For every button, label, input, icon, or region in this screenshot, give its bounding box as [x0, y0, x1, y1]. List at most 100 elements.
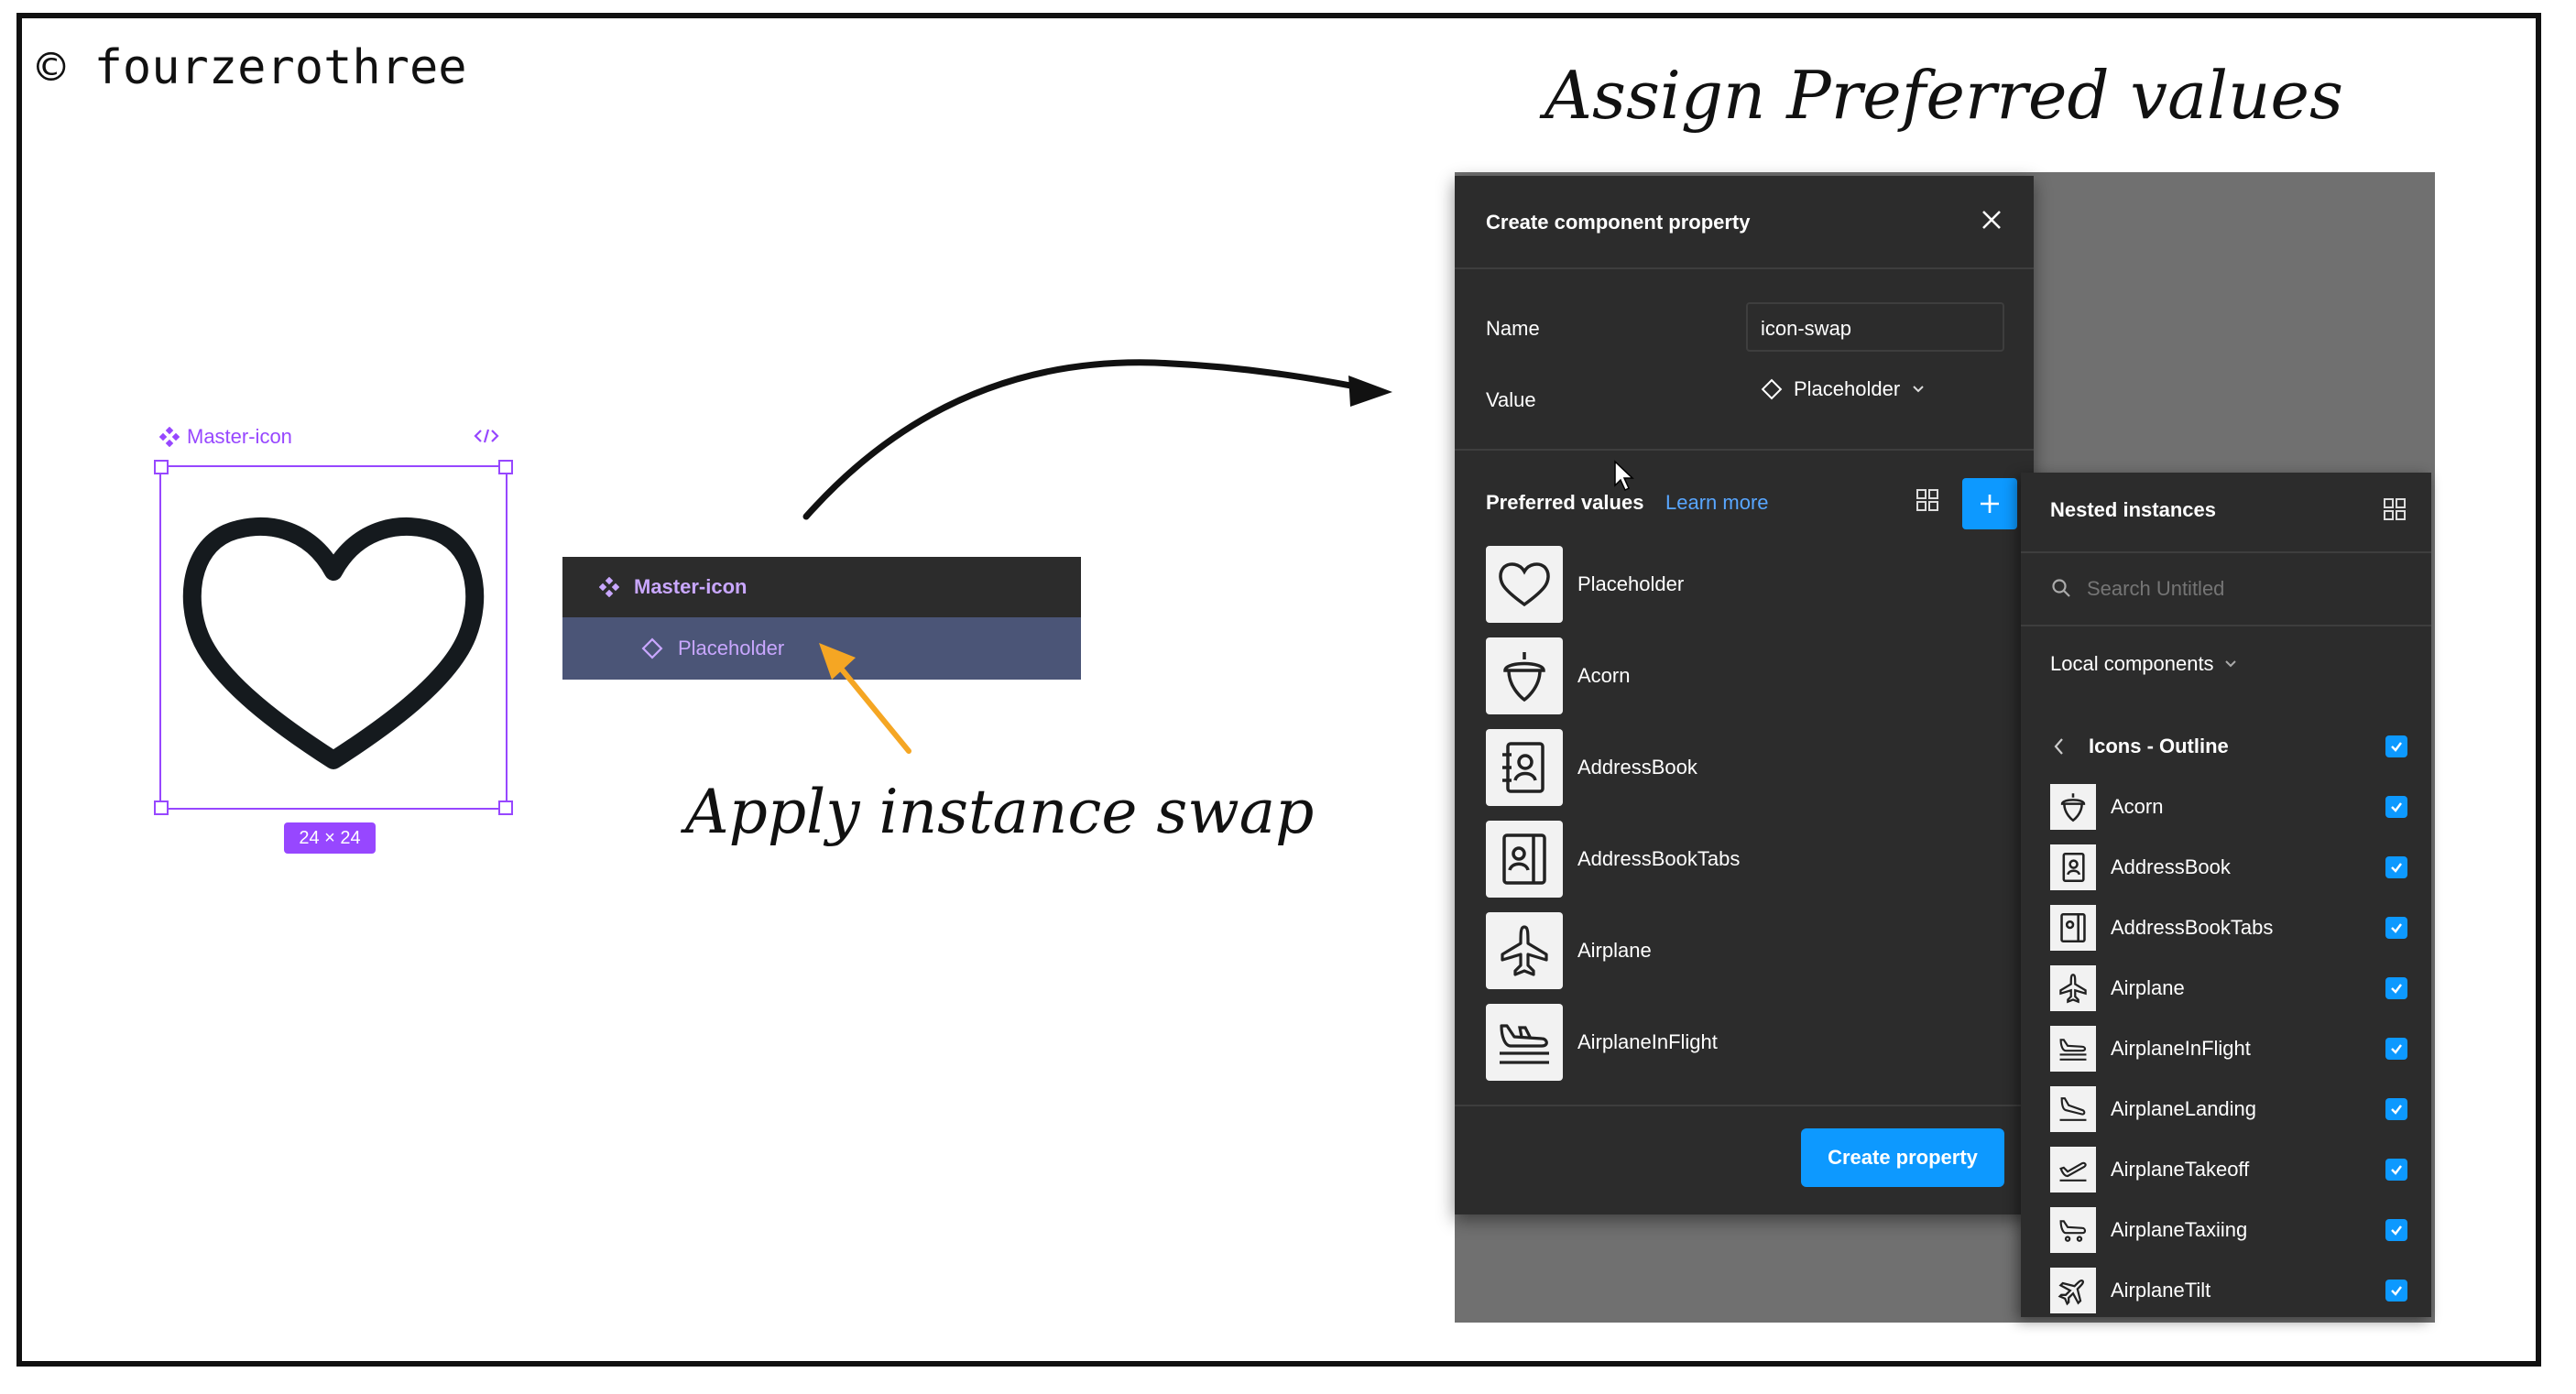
- heading-assign-preferred-values: Assign Preferred values: [1545, 57, 2343, 134]
- nested-instances-panel: Nested instances Local components Icons …: [2021, 473, 2431, 1317]
- preferred-item-acorn[interactable]: Acorn: [1486, 637, 1999, 714]
- layers-panel: Master-icon Placeholder: [562, 557, 1081, 680]
- nested-item-label: AddressBook: [2111, 855, 2231, 878]
- acorn-icon: [2050, 784, 2096, 830]
- nested-item-label: AirplaneTakeoff: [2111, 1158, 2250, 1181]
- layer-label: Placeholder: [678, 637, 785, 659]
- component-label[interactable]: Master-icon: [159, 425, 292, 449]
- address-book-tabs-icon: [2050, 905, 2096, 951]
- preferred-item-addressbooktabs[interactable]: AddressBookTabs: [1486, 821, 1999, 898]
- preferred-item-label: AirplaneInFlight: [1577, 1030, 1718, 1053]
- divider: [1455, 267, 2034, 269]
- value-label: Value: [1486, 388, 1536, 411]
- preferred-item-airplane[interactable]: Airplane: [1486, 912, 1999, 989]
- layer-master-icon[interactable]: Master-icon: [562, 557, 1081, 617]
- airplane-in-flight-icon: [2050, 1026, 2096, 1072]
- nested-item-acorn[interactable]: Acorn: [2021, 777, 2431, 837]
- checkbox-checked[interactable]: [2385, 917, 2407, 939]
- size-badge: 24 × 24: [284, 822, 376, 854]
- preferred-item-label: Placeholder: [1577, 572, 1685, 595]
- nested-item-airplanetaxiing[interactable]: AirplaneTaxiing: [2021, 1200, 2431, 1260]
- nested-item-airplanetilt[interactable]: AirplaneTilt: [2021, 1260, 2431, 1321]
- nested-item-addressbooktabs[interactable]: AddressBookTabs: [2021, 898, 2431, 958]
- airplane-tilt-icon: [2050, 1268, 2096, 1313]
- checkbox-checked[interactable]: [2385, 1038, 2407, 1060]
- pointer-arrow: [819, 643, 911, 754]
- learn-more-link[interactable]: Learn more: [1665, 491, 1769, 514]
- value-select[interactable]: Placeholder: [1761, 377, 1926, 401]
- nested-item-label: AddressBookTabs: [2111, 916, 2274, 939]
- search-field[interactable]: [2021, 553, 2431, 625]
- checkbox-checked[interactable]: [2385, 735, 2407, 757]
- resize-handle[interactable]: [498, 460, 513, 474]
- nested-item-label: Airplane: [2111, 976, 2185, 999]
- chevron-left-icon[interactable]: [2052, 736, 2067, 757]
- search-input[interactable]: [2085, 572, 2400, 606]
- divider: [2021, 551, 2431, 553]
- nested-item-addressbook[interactable]: AddressBook: [2021, 837, 2431, 898]
- layer-placeholder[interactable]: Placeholder: [562, 617, 1081, 680]
- group-icons-outline[interactable]: Icons - Outline: [2021, 716, 2431, 777]
- divider: [1455, 449, 2034, 451]
- address-book-icon: [1486, 729, 1563, 806]
- preferred-item-addressbook[interactable]: AddressBook: [1486, 729, 1999, 806]
- checkbox-checked[interactable]: [2385, 856, 2407, 878]
- instance-icon: [1761, 378, 1783, 400]
- preferred-item-label: Acorn: [1577, 664, 1631, 687]
- divider: [2021, 625, 2431, 626]
- component-icon: [159, 427, 180, 447]
- component-selection-box[interactable]: [154, 460, 513, 815]
- code-icon[interactable]: [473, 427, 500, 445]
- nested-item-airplaneinflight[interactable]: AirplaneInFlight: [2021, 1018, 2431, 1079]
- nested-item-airplanelanding[interactable]: AirplaneLanding: [2021, 1079, 2431, 1139]
- heart-icon: [1486, 546, 1563, 623]
- nested-item-label: AirplaneTilt: [2111, 1279, 2211, 1301]
- create-property-button[interactable]: Create property: [1801, 1128, 2004, 1187]
- airplane-icon: [2050, 965, 2096, 1011]
- airplane-taxiing-icon: [2050, 1207, 2096, 1253]
- grid-view-icon[interactable]: [2382, 496, 2407, 522]
- value-selected: Placeholder: [1794, 377, 1901, 400]
- checkbox-checked[interactable]: [2385, 1219, 2407, 1241]
- name-input[interactable]: icon-swap: [1746, 302, 2004, 352]
- checkbox-checked[interactable]: [2385, 1159, 2407, 1181]
- name-label: Name: [1486, 317, 1540, 340]
- checkbox-checked[interactable]: [2385, 1280, 2407, 1301]
- nested-item-airplanetakeoff[interactable]: AirplaneTakeoff: [2021, 1139, 2431, 1200]
- close-icon[interactable]: [1979, 207, 2004, 233]
- preferred-item-label: AddressBook: [1577, 756, 1697, 779]
- airplane-landing-icon: [2050, 1086, 2096, 1132]
- preferred-item-placeholder[interactable]: Placeholder: [1486, 546, 1999, 623]
- resize-handle[interactable]: [498, 800, 513, 815]
- airplane-takeoff-icon: [2050, 1147, 2096, 1193]
- checkbox-checked[interactable]: [2385, 1098, 2407, 1120]
- group-label: Icons - Outline: [2089, 735, 2229, 757]
- local-components-dropdown[interactable]: Local components: [2050, 652, 2238, 676]
- layer-label: Master-icon: [634, 575, 748, 598]
- search-icon: [2050, 577, 2072, 599]
- nested-item-airplane[interactable]: Airplane: [2021, 958, 2431, 1018]
- preferred-values-label: Preferred values: [1486, 491, 1644, 514]
- checkbox-checked[interactable]: [2385, 796, 2407, 818]
- nested-item-label: AirplaneTaxiing: [2111, 1218, 2248, 1241]
- resize-handle[interactable]: [154, 460, 169, 474]
- nested-item-label: AirplaneLanding: [2111, 1097, 2257, 1120]
- copyright-text: © fourzerothree: [37, 40, 467, 95]
- component-name: Master-icon: [187, 425, 292, 448]
- grid-view-icon[interactable]: [1915, 487, 1940, 513]
- checkbox-checked[interactable]: [2385, 977, 2407, 999]
- address-book-tabs-icon: [1486, 821, 1563, 898]
- add-preferred-value-button[interactable]: [1962, 478, 2017, 529]
- preferred-item-label: Airplane: [1577, 939, 1652, 962]
- instance-icon: [641, 637, 663, 659]
- local-components-label: Local components: [2050, 652, 2214, 675]
- plus-icon: [1981, 495, 1999, 513]
- preferred-item-airplaneinflight[interactable]: AirplaneInFlight: [1486, 1004, 1999, 1081]
- create-component-property-dialog: Create component property Name icon-swap…: [1455, 176, 2034, 1214]
- name-input-value: icon-swap: [1761, 317, 1852, 340]
- annotation-apply-instance-swap: Apply instance swap: [685, 777, 1315, 847]
- resize-handle[interactable]: [154, 800, 169, 815]
- dialog-title: Create component property: [1486, 211, 1751, 234]
- mouse-cursor-icon: [1612, 460, 1636, 493]
- nested-item-label: AirplaneInFlight: [2111, 1037, 2251, 1060]
